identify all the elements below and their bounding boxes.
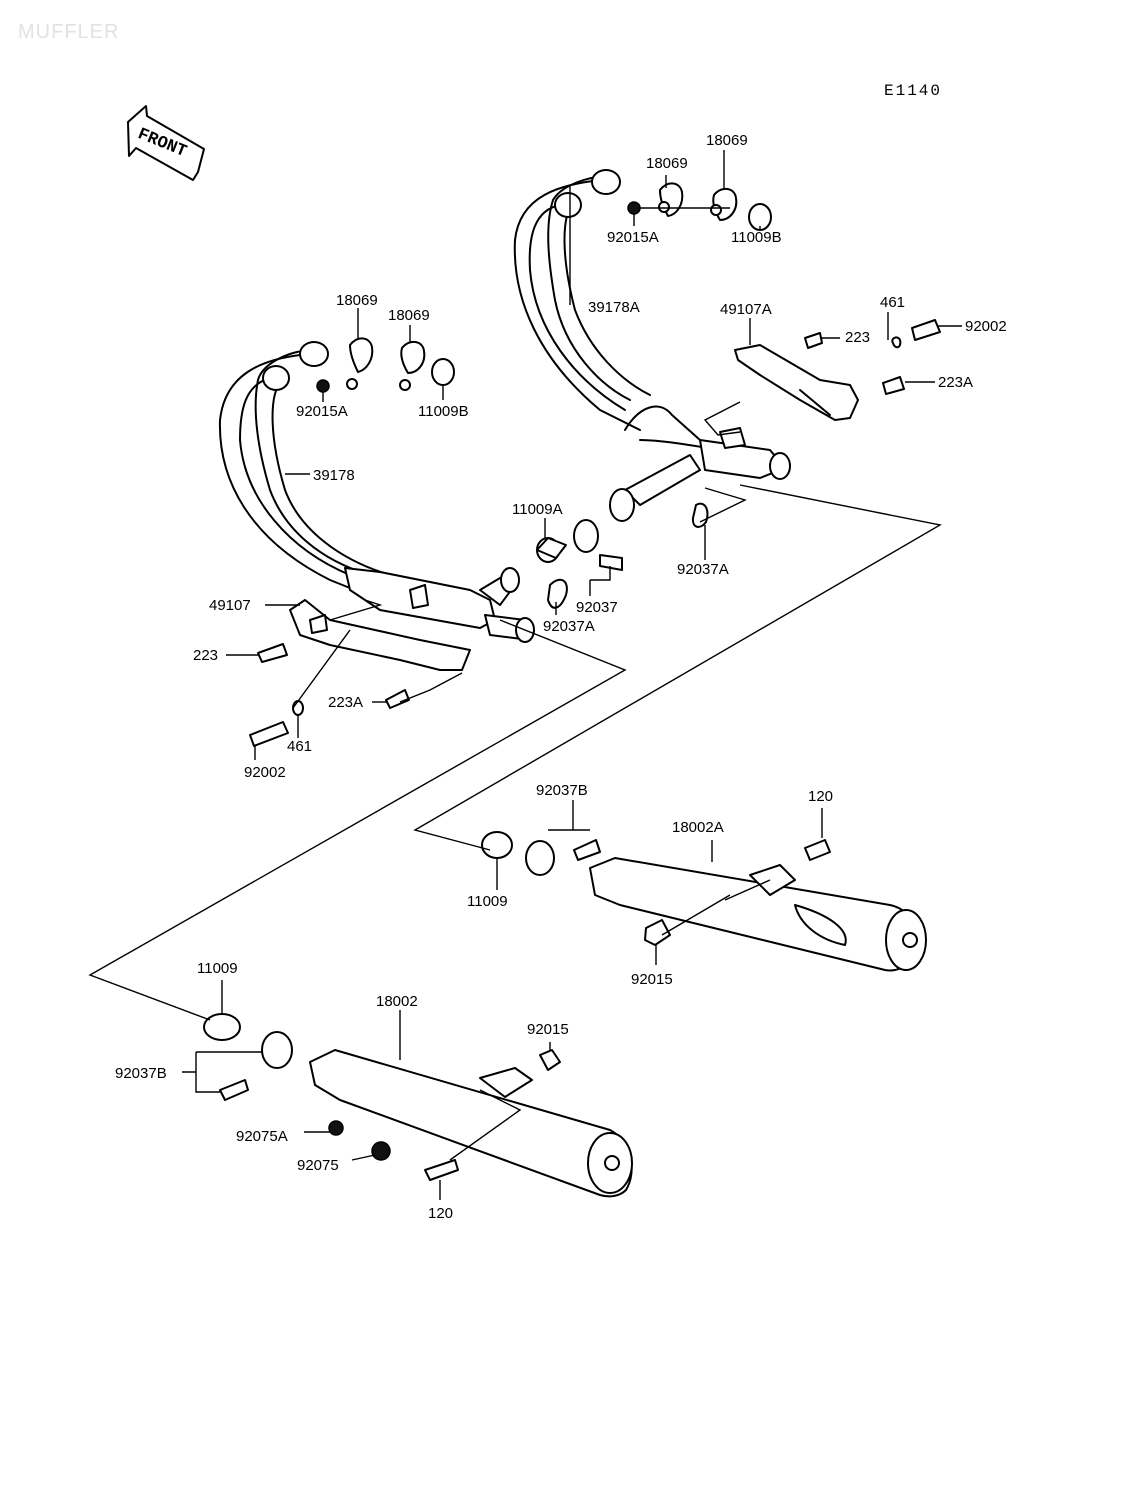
label-120: 120 [428,1205,453,1222]
label-92015A: 92015A [296,403,348,420]
label-461: 461 [287,738,312,755]
label-92037A: 92037A [543,618,595,635]
leader-lines [88,401,942,1161]
label-92015A: 92015A [607,229,659,246]
label-92015: 92015 [527,1021,569,1038]
label-11009B: 11009B [731,229,782,246]
label-leaders [182,150,962,1200]
label-18069: 18069 [388,307,430,324]
label-18002: 18002 [376,993,418,1010]
label-92037: 92037 [576,599,618,616]
label-39178A: 39178A [588,299,640,316]
bracket-49107 [249,599,471,747]
label-92037A: 92037A [677,561,729,578]
label-223A: 223A [328,694,363,711]
label-92002: 92002 [965,318,1007,335]
label-92002: 92002 [244,764,286,781]
exhaust-pipe-39178 [218,341,535,643]
muffler-18002A [481,831,927,972]
label-11009: 11009 [197,960,238,977]
label-92037B: 92037B [115,1065,167,1082]
label-223: 223 [193,647,218,664]
muffler-18002 [203,1013,633,1198]
watermark: MUFFLER [18,21,119,43]
label-49107A: 49107A [720,301,772,318]
label-18069: 18069 [646,155,688,172]
label-18002A: 18002A [672,819,724,836]
label-120: 120 [808,788,833,805]
exhaust-pipe-39178A [513,169,791,522]
part-labels: 18069 18069 92015A 11009B 39178A 49107A … [115,132,1007,1222]
diagram-code: E1140 [884,82,942,100]
label-39178: 39178 [313,467,355,484]
label-18069: 18069 [336,292,378,309]
label-11009B: 11009B [418,403,469,420]
clamp-18069-upper-left [316,337,455,393]
label-92015: 92015 [631,971,673,988]
label-223A: 223A [938,374,973,391]
label-92037B: 92037B [536,782,588,799]
collar-clamp-middle [536,502,709,609]
label-11009: 11009 [467,893,508,910]
front-arrow-icon: FRONT [127,105,205,181]
label-49107: 49107 [209,597,251,614]
label-92075A: 92075A [236,1128,288,1145]
label-11009A: 11009A [512,501,563,518]
label-223: 223 [845,329,870,346]
label-18069: 18069 [706,132,748,149]
clamp-18069-upper-right [627,182,772,231]
label-461: 461 [880,294,905,311]
label-92075: 92075 [297,1157,339,1174]
bracket-49107A [734,319,941,421]
